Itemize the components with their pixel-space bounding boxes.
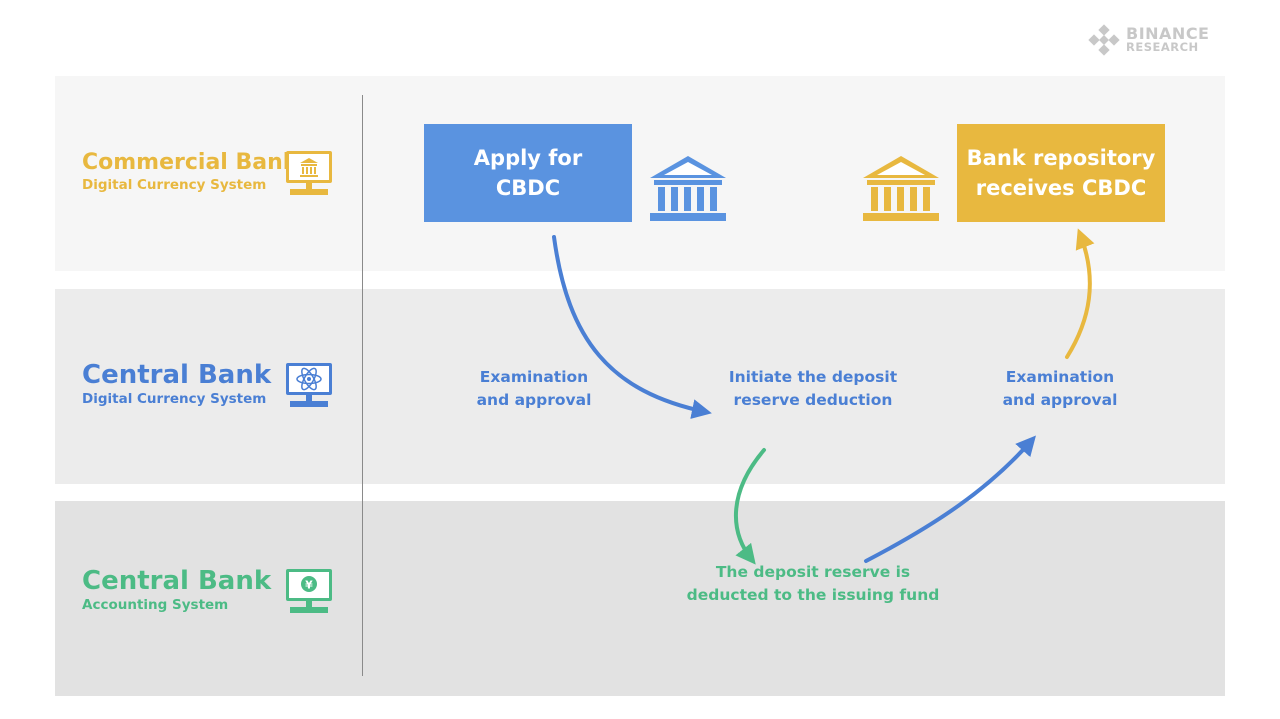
step-examination-approval-2: Examination and approval bbox=[985, 366, 1135, 412]
apply-for-cbdc-box: Apply for CBDC bbox=[424, 124, 632, 222]
lane-title-central-accounting: Central Bank Accounting System bbox=[82, 566, 271, 614]
lane-subtitle: Accounting System bbox=[82, 597, 229, 613]
bank-monitor-icon bbox=[286, 151, 332, 195]
binance-logo-icon bbox=[1088, 24, 1120, 56]
arrow-initiate-to-deducted bbox=[733, 448, 766, 565]
step-initiate-deduction: Initiate the deposit reserve deduction bbox=[703, 366, 923, 412]
logo-subtitle: RESEARCH bbox=[1126, 40, 1199, 55]
step-line: Examination bbox=[479, 368, 589, 386]
lane-title: Central Bank bbox=[82, 360, 272, 390]
step-line: reserve deduction bbox=[733, 391, 893, 409]
arrow-examination-to-repository bbox=[1065, 228, 1095, 359]
lane-title: Commercial Bank bbox=[82, 150, 298, 175]
binance-research-logo: BINANCE RESEARCH bbox=[1088, 24, 1209, 56]
lane-divider bbox=[362, 95, 363, 676]
svg-text:¥: ¥ bbox=[305, 579, 313, 592]
lane-subtitle: Digital Currency System bbox=[82, 391, 267, 407]
bank-icon bbox=[863, 156, 939, 221]
step-reserve-deducted: The deposit reserve is deducted to the i… bbox=[663, 561, 963, 607]
step-line: and approval bbox=[1002, 391, 1118, 409]
atom-monitor-icon bbox=[286, 363, 332, 407]
arrow-apply-to-initiate bbox=[552, 235, 712, 419]
apply-line-1: Apply for bbox=[473, 146, 583, 170]
receive-line-1: Bank repository bbox=[966, 146, 1156, 170]
logo-name: BINANCE bbox=[1126, 24, 1210, 44]
step-line: deducted to the issuing fund bbox=[686, 586, 940, 604]
lane-title-commercial: Commercial Bank Digital Currency System bbox=[82, 150, 297, 194]
apply-line-2: CBDC bbox=[495, 176, 561, 200]
lane-title-central-dcs: Central Bank Digital Currency System bbox=[82, 360, 271, 408]
bank-repository-box: Bank repository receives CBDC bbox=[957, 124, 1165, 222]
step-line: The deposit reserve is bbox=[715, 563, 911, 581]
step-line: Examination bbox=[1005, 368, 1115, 386]
lane-central-bank-accounting bbox=[55, 501, 1225, 696]
step-examination-approval-1: Examination and approval bbox=[459, 366, 609, 412]
step-line: Initiate the deposit bbox=[728, 368, 898, 386]
lane-subtitle: Digital Currency System bbox=[82, 177, 267, 193]
arrow-deducted-to-examination bbox=[864, 435, 1036, 563]
yen-monitor-icon: ¥ bbox=[286, 569, 332, 613]
step-line: and approval bbox=[476, 391, 592, 409]
receive-line-2: receives CBDC bbox=[975, 176, 1147, 200]
lane-title: Central Bank bbox=[82, 566, 272, 596]
bank-icon bbox=[650, 156, 726, 221]
